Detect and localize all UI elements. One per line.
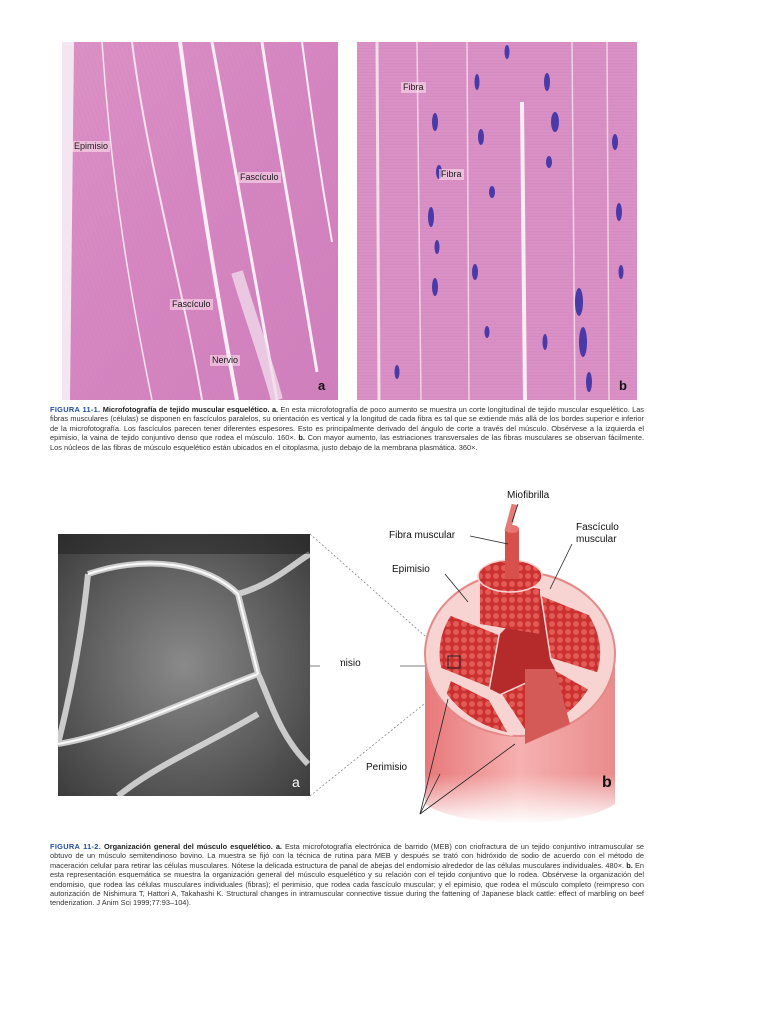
- label-miofibrilla: Miofibrilla: [507, 490, 550, 501]
- fig1-caption-label: FIGURA 11-1.: [50, 405, 101, 414]
- fig1-caption-part-b: b.: [298, 433, 305, 443]
- label-fasciculo-muscular-line2: muscular: [576, 534, 617, 545]
- fig2a-panel-letter: a: [292, 774, 300, 790]
- fig2b-panel-letter: b: [602, 774, 612, 791]
- fig1a-panel-letter: a: [318, 378, 326, 393]
- label-fibra-upper: Fibra: [401, 82, 426, 93]
- fig2-caption-label: FIGURA 11-2.: [50, 842, 102, 851]
- fig1-caption-text-a: En esta microfotografía de poco aumento …: [50, 405, 645, 443]
- fig1-caption-part-a: a.: [271, 405, 279, 414]
- label-perimisio: Perimisio: [366, 762, 408, 773]
- label-endomisio: Endomisio: [340, 658, 361, 669]
- fig2-caption-title: Organización general del músculo esquelé…: [104, 842, 273, 851]
- fig1a-tissue-image: [62, 42, 338, 400]
- fig2a-sem-image: [58, 534, 310, 796]
- muscle-organization-diagram: [419, 503, 620, 824]
- fig1b-tissue-image: [357, 42, 637, 400]
- fig1-caption-title: Microfotografía de tejido muscular esque…: [102, 405, 270, 414]
- label-fasciculo-upper: Fascículo: [238, 172, 281, 183]
- fig1-panel-a-micrograph: Epimisio Fascículo Fascículo Nervio a: [62, 42, 338, 400]
- fig2-caption-text-a: Esta microfotografía electrónica de barr…: [50, 842, 644, 870]
- label-epimisio-diagram: Epimisio: [392, 564, 430, 575]
- fig2-caption-text-b: En esta representación esquemática se mu…: [50, 860, 645, 908]
- fig2-panel-b-schematic: Miofibrilla Fibra muscular Fascículo mus…: [340, 484, 650, 824]
- fig2-caption-part-a: a.: [275, 842, 282, 851]
- label-fibra-middle: Fibra: [439, 169, 464, 180]
- label-fasciculo-lower: Fascículo: [170, 299, 213, 310]
- fig1-caption-text-b: Con mayor aumento, las estriaciones tran…: [50, 433, 644, 452]
- figure-11-1-caption: FIGURA 11-1. Microfotografía de tejido m…: [50, 405, 644, 452]
- fig1b-panel-letter: b: [619, 378, 627, 393]
- figure-11-2-caption: FIGURA 11-2. Organización general del mú…: [50, 842, 644, 908]
- fig2-panel-a-sem-micrograph: a: [58, 534, 310, 796]
- label-fasciculo-muscular-line1: Fascículo: [576, 522, 619, 533]
- label-fibra-muscular: Fibra muscular: [389, 530, 456, 541]
- label-epimisio: Epimisio: [72, 141, 111, 152]
- fig1-panel-b-micrograph: Fibra Fibra b: [357, 42, 637, 400]
- fig2-caption-part-b: b.: [626, 860, 633, 870]
- label-nervio: Nervio: [210, 355, 241, 366]
